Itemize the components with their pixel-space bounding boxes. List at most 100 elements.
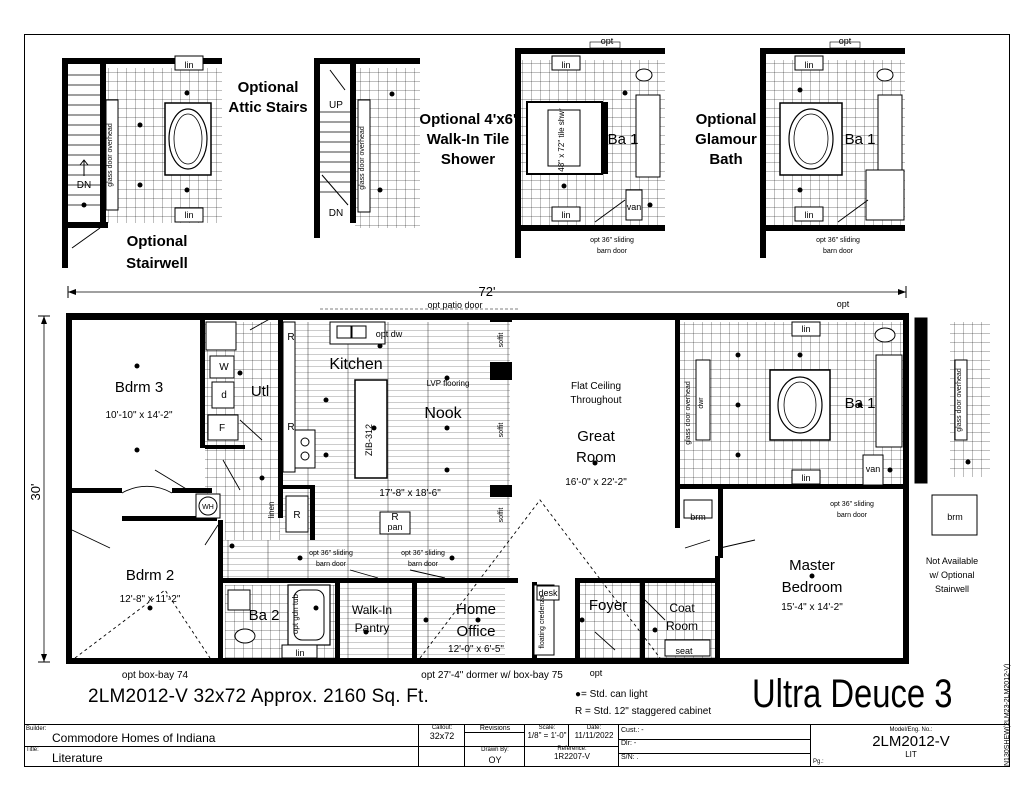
plan-title: 2LM2012-V 32x72 Approx. 2160 Sq. Ft. <box>88 686 429 707</box>
foyer-name: Foyer <box>589 597 627 614</box>
lin-ba1-bottom: lin <box>801 473 810 483</box>
sn-label: S/N: . <box>619 753 811 761</box>
small-labels: 72' 30' opt patio door opt opt opt opt o… <box>28 36 978 681</box>
lin-glamour-bottom: lin <box>804 210 813 220</box>
barn-door-3a: opt 36" sliding <box>830 501 874 508</box>
dimension-lines <box>38 286 907 663</box>
barn-door-4a: opt 36" sliding <box>590 237 634 244</box>
glass-door-fireplace: glass door overhead <box>956 368 963 432</box>
lin-shower-top: lin <box>561 60 570 70</box>
revisions-cell: Revisions Drawn By: OY <box>464 725 525 767</box>
cabinet-r-3: R <box>391 512 398 523</box>
can-lights <box>134 343 971 635</box>
barn-door-5b: barn door <box>823 248 854 255</box>
ba1-name: Ba 1 <box>845 395 876 412</box>
great-room-name-1: Great <box>577 428 615 445</box>
option-labels: Optional Stairwell Optional Attic Stairs… <box>126 79 757 272</box>
dormer-label: opt 27'-4" dormer w/ box-bay 75 <box>421 670 563 681</box>
walkin-shower-label-1: Optional 4'x6' <box>419 111 516 128</box>
master-name-2: Bedroom <box>782 579 843 596</box>
dryer-label: d <box>221 390 227 401</box>
lin-inset-top: lin <box>184 60 193 70</box>
attic-dn-label: DN <box>329 208 343 219</box>
barn-door-2a: opt 36" sliding <box>401 550 445 557</box>
bdrm2-name: Bdrm 2 <box>126 567 174 584</box>
brm-fireplace-label: brm <box>947 512 963 522</box>
lit-value: LIT <box>905 750 917 759</box>
walkin-shower-label-3: Shower <box>441 151 495 168</box>
inset-ba1-name: Ba 1 <box>608 131 639 148</box>
barn-door-1a: opt 36" sliding <box>309 550 353 557</box>
scale-value: 1/8" = 1'-0" <box>527 731 567 740</box>
linen-label: linen <box>267 502 276 519</box>
lvp-flooring-label: LVP flooring <box>427 379 470 388</box>
office-name-2: Office <box>457 623 496 640</box>
builder-cell: Builder: Commodore Homes of Indiana <box>24 725 418 747</box>
date-label: Date: <box>586 725 602 731</box>
pantry-r-pan: pan <box>387 522 402 532</box>
kitchen-size: 17'-8" x 18'-6" <box>379 488 441 499</box>
opt-inset2-label: opt <box>839 36 852 46</box>
lin-ba2: lin <box>295 648 304 658</box>
glass-door-main: glass door overhead <box>685 381 692 445</box>
flat-ceiling-2: Throughout <box>570 395 621 406</box>
pantry-name-1: Walk-In <box>352 603 392 617</box>
dwr-label: dwr <box>698 397 705 409</box>
title-value: Literature <box>52 751 103 765</box>
callout-cell: Callout: 32x72 <box>418 725 465 747</box>
optional-glamour-bath-inset <box>760 41 905 258</box>
title-label: Title: <box>26 747 39 753</box>
van-inset-label: van <box>627 202 642 212</box>
opt-window-label: opt <box>837 299 850 309</box>
blank-cell <box>418 746 465 767</box>
opt-door-label: opt <box>590 668 603 678</box>
barn-door-5a: opt 36" sliding <box>816 237 860 244</box>
lin-glamour-top: lin <box>804 60 813 70</box>
fireplace-option-label: Opt LED Fireplace with Bench <box>916 333 927 467</box>
scale-cell: Scale: 1/8" = 1'-0" <box>524 725 569 747</box>
title-cell: Title: Literature <box>24 746 418 767</box>
cabinet-r-2: R <box>287 422 294 433</box>
opt-garden-tub-label: opt gdn tub <box>291 593 300 634</box>
side-code: N130SHEW(2LM23-2LM2012-V) <box>1004 663 1011 766</box>
optional-attic-label-1: Optional <box>238 79 299 96</box>
model-cell: Model/Eng. No.: 2LM2012-V LIT Pg.: <box>810 725 1011 767</box>
pg-label: Pg.: <box>813 759 824 765</box>
reference-label: Reference: <box>557 746 587 752</box>
ba2-name: Ba 2 <box>249 607 280 624</box>
series-name: Ultra Deuce 3 <box>752 672 953 716</box>
glass-door-inset-1: glass door overhead <box>107 123 114 187</box>
optional-walk-in-shower-inset <box>515 41 665 258</box>
brm-label: brm <box>690 512 706 522</box>
optional-attic-stairs-inset <box>314 58 420 238</box>
coat-room-name-2: Room <box>666 619 698 633</box>
island-label: ZIB-312 <box>364 424 374 456</box>
model-value: 2LM2012-V <box>872 733 950 750</box>
flat-ceiling-1: Flat Ceiling <box>571 381 621 392</box>
optional-stairwell-label-1: Optional <box>127 233 188 250</box>
drawn-by-label: Drawn By: <box>465 746 525 753</box>
cabinet-r-4: R <box>293 510 300 521</box>
barn-door-4b: barn door <box>597 248 628 255</box>
glamour-bath-label-3: Bath <box>709 151 742 168</box>
builder-label: Builder: <box>26 726 47 732</box>
lin-shower-bottom: lin <box>561 210 570 220</box>
model-label: Model/Eng. No.: <box>889 727 933 733</box>
bdrm3-size: 10'-10" x 14'-2" <box>105 410 173 421</box>
title-block: Builder: Commodore Homes of Indiana Titl… <box>24 724 1011 767</box>
width-dimension: 72' <box>479 284 496 299</box>
lin-ba1-top: lin <box>801 324 810 334</box>
water-heater-label: WH <box>202 504 214 511</box>
stair-dn-label: DN <box>77 180 91 191</box>
date-cell: Date: 11/11/2022 <box>568 725 619 747</box>
optional-stairwell-inset <box>62 55 222 268</box>
freezer-label: F <box>219 423 225 434</box>
barn-door-1b: barn door <box>316 561 347 568</box>
utility-name: Utl <box>251 383 269 400</box>
optional-attic-label-2: Attic Stairs <box>228 99 307 116</box>
customer-cell: Cust.: - Dlr: - S/N: . <box>618 725 811 767</box>
van-label: van <box>866 464 881 474</box>
great-room-size: 16'-0" x 22'-2" <box>565 477 627 488</box>
scale-label: Scale: <box>538 725 556 731</box>
